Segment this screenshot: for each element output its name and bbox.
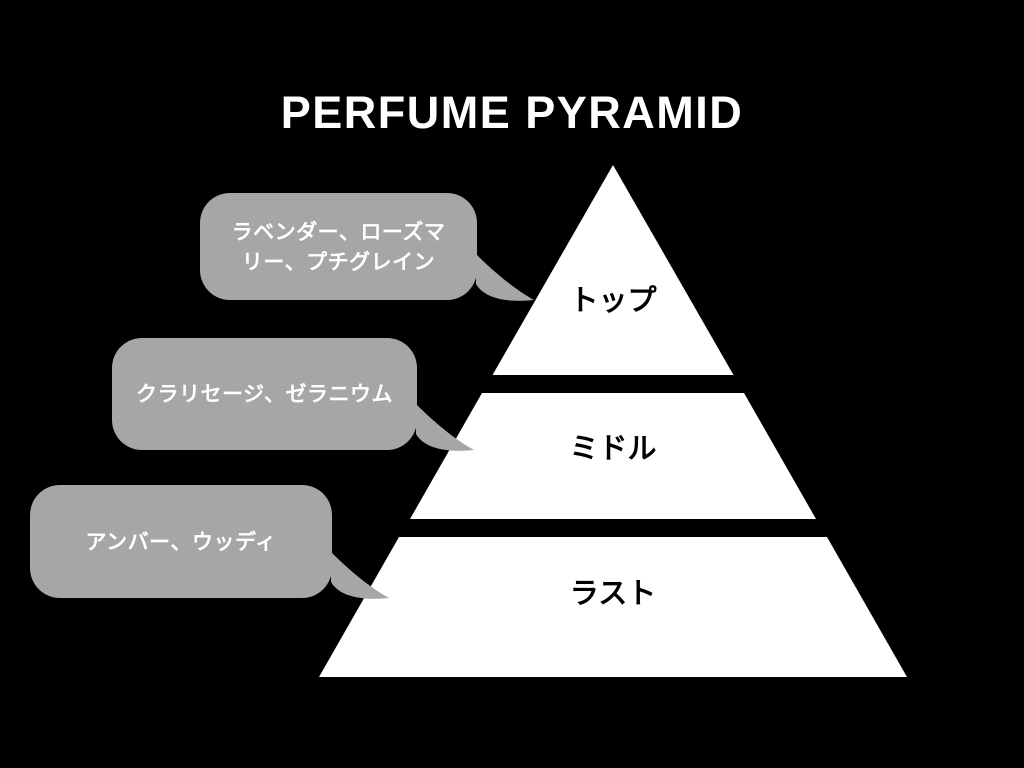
pyramid-label-middle: ミドル: [569, 431, 656, 465]
note-bubble-last: アンバー、ウッディ: [30, 485, 389, 599]
pyramid-level-top: [492, 165, 734, 375]
speech-tail-icon: [476, 254, 534, 301]
note-bubble-middle: クラリセージ、ゼラニウム: [112, 338, 474, 451]
note-bubble-middle-text: クラリセージ、ゼラニウム: [136, 382, 393, 406]
pyramid-label-top: トップ: [569, 283, 657, 317]
speech-tail-icon: [331, 552, 389, 599]
note-bubble-top: ラベンダー、ローズマリー、プチグレイン: [200, 193, 534, 301]
pyramid-level-last: [319, 537, 907, 677]
note-bubble-top-text: ラベンダー、ローズマリー、プチグレイン: [231, 219, 446, 274]
pyramid-level-middle: [410, 393, 816, 519]
note-bubble-last-text: アンバー、ウッディ: [85, 529, 277, 554]
page-title: PERFUME PYRAMID: [280, 87, 744, 138]
speech-tail-icon: [416, 404, 474, 451]
pyramid-label-last: ラスト: [570, 576, 656, 610]
